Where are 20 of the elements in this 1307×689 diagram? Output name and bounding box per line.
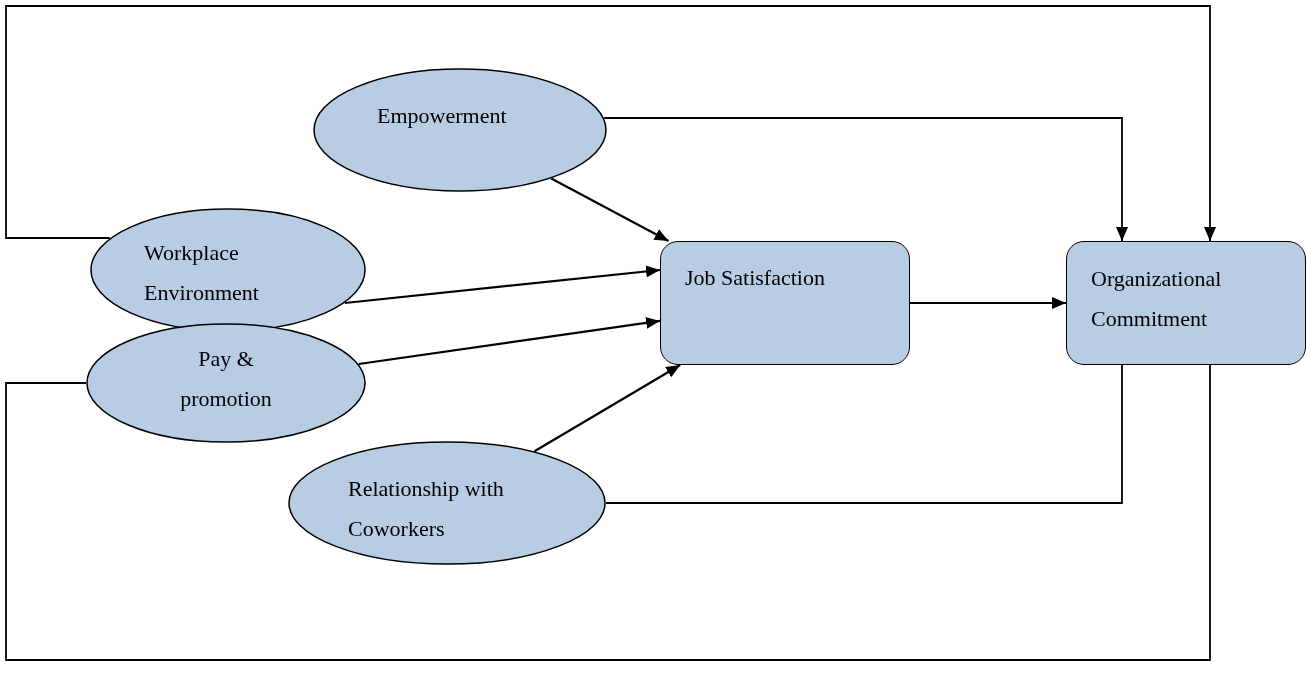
ellipse-node — [288, 441, 606, 565]
arrow — [603, 117, 1128, 242]
ellipse-node — [86, 323, 366, 443]
node-label: Job Satisfaction — [685, 264, 826, 292]
node-label: Workplace Environment — [144, 239, 260, 307]
arrow — [533, 364, 681, 453]
node-label: Organizational Commitment — [1091, 265, 1223, 333]
arrow — [344, 265, 661, 305]
ellipse-node — [313, 68, 607, 192]
node-label: Pay & promotion — [179, 345, 273, 413]
arrow — [550, 177, 670, 242]
process-box — [1066, 241, 1306, 365]
connector-line — [5, 364, 1211, 661]
node-label: Empowerment — [377, 102, 508, 130]
arrow — [5, 5, 1216, 242]
connector-line — [605, 364, 1123, 504]
process-box — [660, 241, 910, 365]
arrow — [358, 316, 661, 366]
arrow — [910, 297, 1066, 309]
node-label: Relationship with Coworkers — [348, 475, 505, 543]
